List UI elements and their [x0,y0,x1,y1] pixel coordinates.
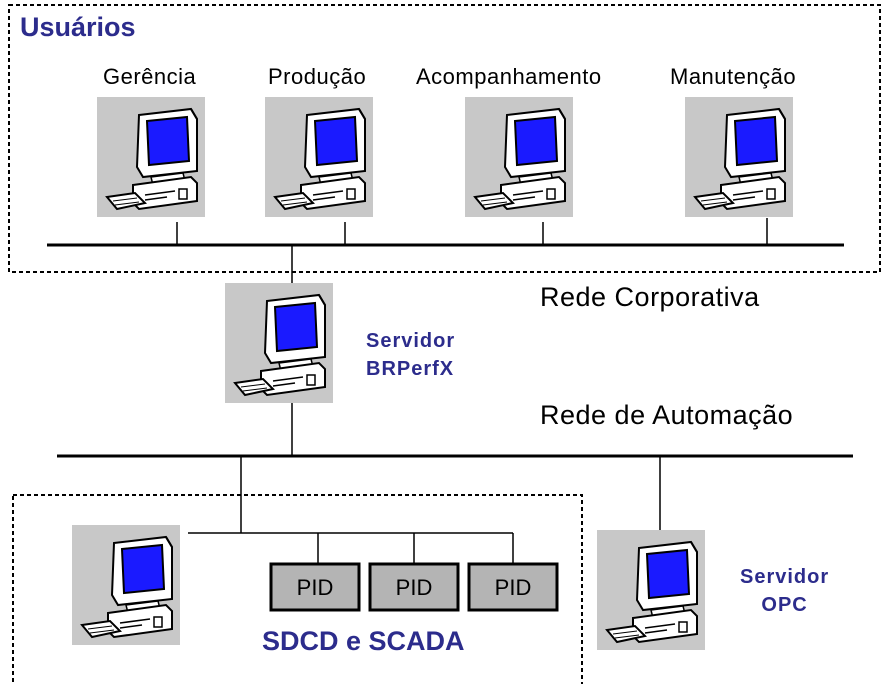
workstation-label: Gerência [103,64,197,89]
computer-icon [464,96,574,218]
users-group-title: Usuários [20,12,136,42]
server-label-line: Servidor [366,330,456,352]
pid-controller: PID [269,562,361,612]
control-group-box [12,494,583,684]
automation-network-label: Rede de Automação [540,400,794,430]
pid-controller: PID [368,562,460,612]
computer-icon [684,96,794,218]
server-label-line: BRPerfX [366,358,455,380]
server-label-line: Servidor [740,566,830,588]
computer-icon [596,529,706,651]
opc-server-label: Servidor OPC [740,563,829,619]
computer-icon [264,96,374,218]
computer-icon [224,282,334,404]
workstation-label: Acompanhamento [416,64,602,89]
svg-text:PID: PID [495,575,532,600]
brperfx-server-label: Servidor BRPerfX [366,327,455,383]
server-label-line: OPC [761,594,808,616]
users-group-box [8,4,881,273]
control-group-title: SDCD e SCADA [262,626,465,656]
corporate-network-label: Rede Corporativa [540,282,760,312]
workstation-label: Produção [268,64,367,89]
svg-text:PID: PID [396,575,433,600]
workstation-label: Manutenção [670,64,797,89]
computer-icon [71,524,181,646]
svg-text:PID: PID [297,575,334,600]
pid-controller: PID [467,562,559,612]
computer-icon [96,96,206,218]
